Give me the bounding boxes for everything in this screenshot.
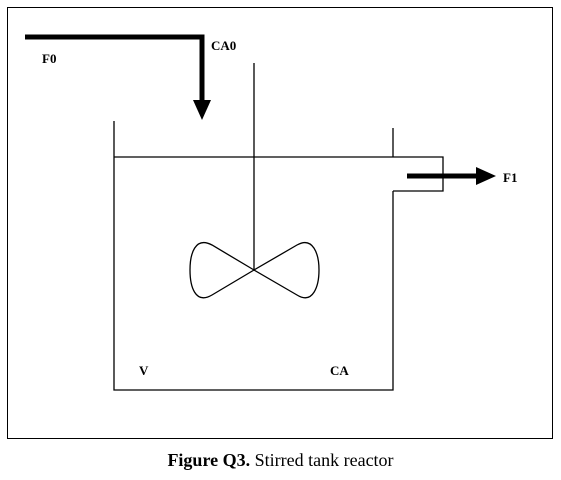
label-ca: CA (330, 363, 349, 378)
figure-caption: Figure Q3. Stirred tank reactor (0, 450, 561, 471)
impeller-left-blade (189, 242, 256, 299)
label-volume: V (139, 363, 149, 378)
label-ca0: CA0 (211, 38, 236, 53)
figure-frame (7, 7, 553, 439)
label-f0: F0 (42, 51, 56, 66)
inlet-arrow-head (193, 100, 211, 120)
outlet-arrow-head (476, 167, 496, 185)
caption-text: Stirred tank reactor (254, 450, 394, 470)
impeller-right-blade (252, 242, 320, 299)
caption-label: Figure Q3. (167, 450, 251, 470)
inlet-feed-line (25, 34, 205, 100)
label-f1: F1 (503, 170, 517, 185)
tank-wall (113, 121, 394, 391)
